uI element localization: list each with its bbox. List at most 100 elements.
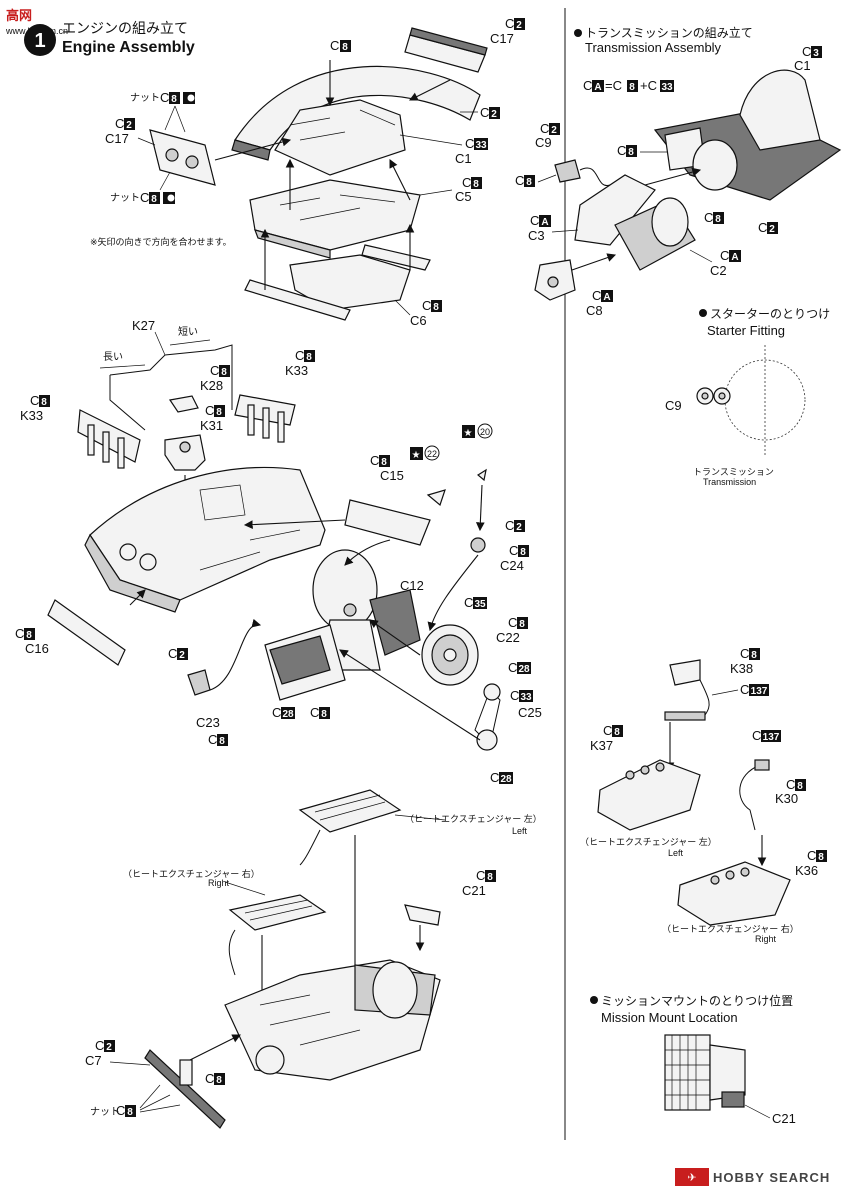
svg-text:8: 8 bbox=[171, 94, 177, 105]
heat-exchanger-right-k36 bbox=[677, 861, 791, 926]
svg-text:8: 8 bbox=[751, 650, 757, 661]
label-c8-c22: C 8 C22 bbox=[496, 615, 528, 645]
pipe-k38 bbox=[664, 659, 710, 721]
label-c28-b: C 28 bbox=[490, 770, 513, 785]
arrow-bellhousing bbox=[571, 253, 617, 271]
svg-text:35: 35 bbox=[474, 599, 486, 610]
step-badge: 1 bbox=[24, 24, 56, 56]
svg-text:C8: C8 bbox=[586, 303, 603, 318]
svg-text:8: 8 bbox=[526, 177, 532, 188]
label-c8-b: C 8 bbox=[704, 210, 724, 225]
svg-text:K28: K28 bbox=[200, 378, 223, 393]
label-c12: C12 bbox=[400, 578, 424, 593]
svg-text:C: C bbox=[592, 288, 601, 303]
starter-title-en: Starter Fitting bbox=[707, 323, 785, 338]
label-nut-c8-bottom: ナット C 8 bbox=[90, 1084, 181, 1118]
svg-text:C: C bbox=[583, 78, 592, 93]
label-c2-c7: C 2 C7 bbox=[85, 1038, 151, 1068]
svg-text:2: 2 bbox=[516, 20, 522, 31]
crankcase-main bbox=[84, 466, 326, 613]
svg-text:A: A bbox=[594, 82, 601, 93]
bellhousing-c8 bbox=[534, 259, 576, 301]
svg-text:C: C bbox=[370, 453, 379, 468]
bullet-transmission bbox=[574, 29, 582, 37]
label-c3-c1: C 3 C1 bbox=[794, 44, 822, 73]
mount-title-jp: ミッションマウントのとりつけ位置 bbox=[601, 993, 793, 1008]
engine-bottom-view bbox=[224, 959, 441, 1081]
svg-text:8: 8 bbox=[216, 407, 222, 418]
svg-text:（ヒートエクスチェンジャー 右）: （ヒートエクスチェンジャー 右） bbox=[123, 868, 260, 879]
svg-text:（ヒートエクスチェンジャー 右）: （ヒートエクスチェンジャー 右） bbox=[662, 923, 799, 934]
svg-text:C: C bbox=[530, 213, 539, 228]
svg-text:C: C bbox=[464, 595, 473, 610]
svg-text:C: C bbox=[168, 646, 177, 661]
cylinder-head-c17 bbox=[149, 129, 216, 186]
svg-text:C25: C25 bbox=[518, 705, 542, 720]
label-c8-k31: C 8 K31 bbox=[200, 403, 225, 433]
svg-text:C16: C16 bbox=[25, 641, 49, 656]
fan-pulley-c22 bbox=[421, 624, 479, 686]
svg-text:（ヒートエクスチェンジャー 左）: （ヒートエクスチェンジャー 左） bbox=[580, 836, 717, 847]
label-c8-c16: C 8 C16 bbox=[15, 626, 49, 656]
svg-text:137: 137 bbox=[751, 686, 768, 697]
svg-text:高网: 高网 bbox=[6, 8, 32, 23]
svg-text:8: 8 bbox=[216, 1075, 222, 1086]
arrow-c16 bbox=[129, 589, 146, 606]
svg-text:2: 2 bbox=[769, 224, 775, 235]
label-c137-b: C 137 bbox=[752, 728, 781, 743]
svg-text:C22: C22 bbox=[496, 630, 520, 645]
svg-text:2: 2 bbox=[106, 1042, 112, 1053]
svg-text:C7: C7 bbox=[85, 1053, 102, 1068]
svg-text:C: C bbox=[210, 363, 219, 378]
svg-text:8: 8 bbox=[628, 147, 634, 158]
label-c8-c6: C 8 C6 bbox=[394, 298, 442, 328]
svg-text:C: C bbox=[508, 660, 517, 675]
gearbox-housing-c1 bbox=[653, 69, 842, 201]
svg-text:K33: K33 bbox=[20, 408, 43, 423]
svg-text:2: 2 bbox=[126, 120, 132, 131]
svg-text:137: 137 bbox=[763, 732, 780, 743]
svg-text:C24: C24 bbox=[500, 558, 524, 573]
svg-text:C: C bbox=[508, 615, 517, 630]
svg-text:★: ★ bbox=[464, 428, 473, 439]
arrow-star20 bbox=[475, 484, 485, 532]
svg-text:8: 8 bbox=[487, 872, 493, 883]
svg-text:C: C bbox=[758, 220, 767, 235]
starter-c23 bbox=[187, 669, 211, 696]
part-c17-top bbox=[404, 27, 488, 73]
svg-text:8: 8 bbox=[520, 547, 526, 558]
svg-text:C: C bbox=[505, 518, 514, 533]
transmission-title-en: Transmission Assembly bbox=[585, 40, 722, 55]
svg-text:★: ★ bbox=[412, 450, 421, 461]
svg-text:ナット: ナット bbox=[90, 1106, 120, 1118]
svg-text:20: 20 bbox=[480, 427, 490, 437]
svg-text:C6: C6 bbox=[410, 313, 427, 328]
svg-text:ナット: ナット bbox=[130, 92, 160, 104]
label-nut-c8-top: ナット C 8 bbox=[130, 90, 195, 133]
formula-ca: C A =C 8 +C 33 bbox=[583, 78, 674, 93]
svg-text:K31: K31 bbox=[200, 418, 223, 433]
label-mount-c21: C21 bbox=[772, 1111, 796, 1126]
svg-text:C: C bbox=[807, 848, 816, 863]
arrow-direction-note: ※矢印の向きで方向を合わせます。 bbox=[90, 236, 232, 247]
svg-text:C: C bbox=[208, 732, 217, 747]
note-transmission: トランスミッション Transmission bbox=[693, 467, 774, 487]
svg-text:=C: =C bbox=[605, 78, 622, 93]
svg-text:22: 22 bbox=[427, 449, 437, 459]
svg-text:C: C bbox=[740, 646, 749, 661]
leader-mount bbox=[744, 1104, 771, 1119]
label-c2-c24: C 2 C 8 C24 bbox=[500, 518, 529, 573]
svg-text:C: C bbox=[205, 403, 214, 418]
svg-text:C: C bbox=[465, 136, 474, 151]
label-c2-c17-left: C 2 C17 bbox=[105, 116, 156, 146]
arrow-fan bbox=[369, 619, 421, 656]
svg-text:C: C bbox=[115, 116, 124, 131]
svg-text:1: 1 bbox=[34, 30, 45, 52]
starter-diagram bbox=[696, 345, 806, 455]
svg-text:C: C bbox=[422, 298, 431, 313]
note-heat-left: （ヒートエクスチェンジャー 左） Left bbox=[405, 813, 542, 836]
note-heat-right: （ヒートエクスチェンジャー 右） Right bbox=[123, 868, 266, 896]
svg-text:8: 8 bbox=[221, 367, 227, 378]
label-c35: C 35 bbox=[464, 595, 487, 610]
arrow-c7 bbox=[189, 1034, 241, 1061]
